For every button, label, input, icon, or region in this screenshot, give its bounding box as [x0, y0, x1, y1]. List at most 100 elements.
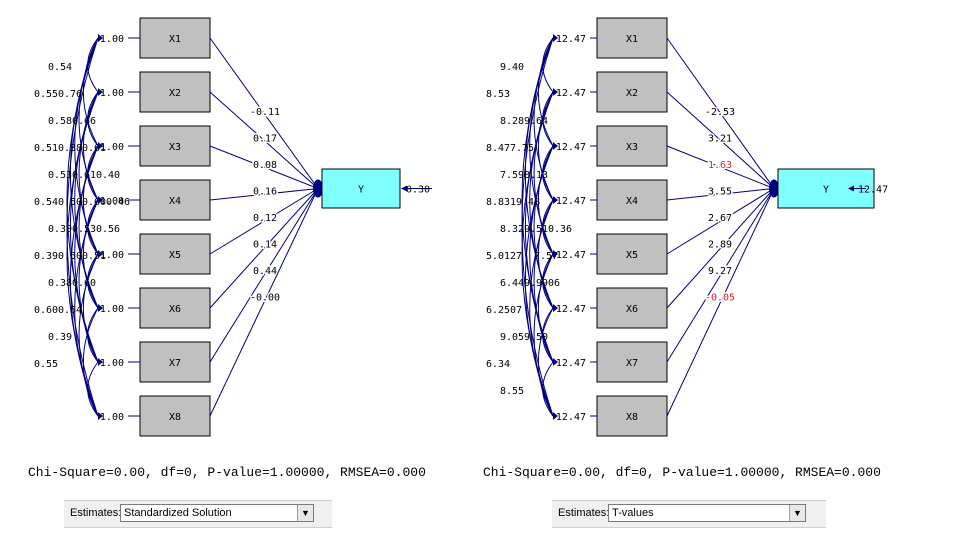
covariance-label: 9.05 [500, 332, 524, 343]
path-coefficient: -0.05 [705, 293, 735, 304]
observed-variable-box[interactable] [139, 233, 211, 275]
variable-label: X3 [626, 142, 638, 153]
covariance-label: 9.50 [524, 332, 548, 343]
variable-label: X8 [626, 412, 638, 423]
variable-label: X1 [626, 34, 638, 45]
observed-variable-box[interactable] [139, 125, 211, 167]
variance-label: 1.00 [100, 412, 124, 423]
variance-label: 12.47 [556, 196, 586, 207]
covariance-label: 0.40 [96, 170, 120, 181]
covariance-label: 8.55 [500, 386, 524, 397]
observed-variable-box[interactable] [139, 341, 211, 383]
observed-variable-box[interactable] [596, 287, 668, 329]
variance-label: 12.47 [556, 88, 586, 99]
variable-label: X8 [169, 412, 181, 423]
covariance-label: 0.61 [82, 143, 106, 154]
estimates-label: Estimates: [558, 507, 610, 519]
path-coefficient: 2.89 [708, 240, 732, 251]
variance-arrowhead [98, 412, 103, 420]
covariance-label: 0.50 [58, 197, 82, 208]
residual-arrowhead [848, 185, 854, 192]
covariance-label: 0.50 [58, 251, 82, 262]
covariance-arc [87, 361, 99, 417]
variance-arrowhead [98, 34, 103, 42]
estimates-label: Estimates: [70, 507, 122, 519]
chevron-down-icon[interactable]: ▼ [297, 505, 313, 521]
covariance-label: 0.51 [82, 251, 106, 262]
variance-arrowhead [98, 304, 103, 312]
observed-variable-box[interactable] [596, 233, 668, 275]
variance-arrowhead [98, 142, 103, 150]
variance-arrowhead [553, 196, 558, 204]
variance-label: 12.47 [556, 250, 586, 261]
covariance-label: 0.58 [48, 116, 72, 127]
covariance-label: 07 [510, 305, 522, 316]
observed-variable-box[interactable] [596, 341, 668, 383]
variable-label: X7 [169, 358, 181, 369]
covariance-label: 0.38 [58, 143, 82, 154]
estimates-dropdown-t[interactable]: T-values ▼ [608, 504, 806, 522]
path-coefficient: -0.11 [250, 107, 280, 118]
covariance-label: 0.61 [72, 170, 96, 181]
covariance-label: 0.30 [48, 224, 72, 235]
variance-label: 1.00 [100, 250, 124, 261]
covariance-label: 19.48 [510, 197, 540, 208]
regression-path [666, 188, 775, 255]
variable-label: X5 [626, 250, 638, 261]
path-coefficient: 3.55 [708, 187, 732, 198]
covariance-label: 0.76 [58, 89, 82, 100]
chevron-down-icon[interactable]: ▼ [789, 505, 805, 521]
regression-path [666, 91, 775, 189]
covariance-label: 0.64 [58, 305, 82, 316]
estimates-dropdown[interactable]: Standardized Solution ▼ [120, 504, 314, 522]
variance-label: 1.00 [100, 196, 124, 207]
covariance-label: 8.13 [524, 170, 548, 181]
covariance-label: 8.53 [486, 89, 510, 100]
covariance-label: 8.28 [500, 116, 524, 127]
covariance-label: 8.47 [486, 143, 510, 154]
path-coefficient: 0.16 [253, 187, 277, 198]
covariance-arc [542, 37, 554, 93]
variance-label: 12.47 [556, 304, 586, 315]
variable-label: X7 [626, 358, 638, 369]
covariance-label: 0.39 [34, 251, 58, 262]
regression-path [209, 188, 319, 363]
covariance-label: 0.55 [34, 89, 58, 100]
dependent-variable-label: Y [823, 185, 829, 196]
variance-arrowhead [553, 304, 558, 312]
variance-arrowhead [553, 250, 558, 258]
estimates-toolbar: Estimates: Standardized Solution ▼ [64, 500, 332, 528]
observed-variable-box[interactable] [139, 395, 211, 437]
regression-path [666, 188, 775, 309]
variable-label: X6 [169, 304, 181, 315]
variable-label: X5 [169, 250, 181, 261]
observed-variable-box[interactable] [139, 287, 211, 329]
variance-arrowhead [98, 196, 103, 204]
variable-label: X2 [169, 88, 181, 99]
residual-label: 12.47 [858, 185, 888, 196]
variance-arrowhead [553, 34, 558, 42]
covariance-label: 0.60 [34, 305, 58, 316]
variance-arrowhead [553, 88, 558, 96]
variance-arrowhead [98, 250, 103, 258]
observed-variable-box[interactable] [596, 125, 668, 167]
covariance-label: 0.53 [48, 170, 72, 181]
variable-label: X6 [626, 304, 638, 315]
dependent-variable-box[interactable] [321, 168, 401, 209]
observed-variable-box[interactable] [139, 17, 211, 59]
regression-path [666, 37, 775, 189]
covariance-arc [542, 307, 554, 363]
observed-variable-box[interactable] [139, 71, 211, 113]
covariance-label: 0.54 [34, 197, 58, 208]
covariance-label: 06 [548, 278, 560, 289]
variable-label: X2 [626, 88, 638, 99]
regression-path [209, 188, 319, 255]
residual-arrowhead [401, 185, 407, 192]
path-coefficient: 0.14 [253, 240, 277, 251]
covariance-label: 7.57 [534, 251, 558, 262]
covariance-arc [82, 307, 99, 417]
observed-variable-box[interactable] [139, 179, 211, 221]
observed-variable-box[interactable] [596, 179, 668, 221]
observed-variable-box[interactable] [596, 71, 668, 113]
covariance-arc [542, 361, 554, 417]
